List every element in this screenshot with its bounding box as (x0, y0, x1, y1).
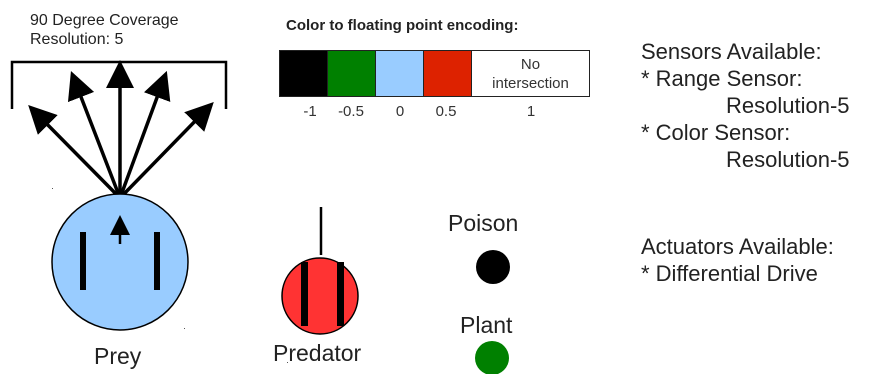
differential-drive-item: * Differential Drive (641, 261, 818, 286)
tick-label: 0.5 (435, 103, 457, 120)
actuators-title: Actuators Available: (641, 234, 834, 259)
sensors-title: Sensors Available: (641, 39, 822, 64)
prey-wheel-left (80, 232, 86, 290)
predator-wheel-right (337, 262, 344, 326)
predator-label: Predator (273, 340, 362, 366)
sensor-rays (28, 60, 214, 200)
plant-label: Plant (460, 312, 513, 338)
encoding-title: Color to floating point encoding: (286, 17, 519, 34)
color-sensor-resolution: Resolution-5 (726, 147, 850, 172)
sensor-ray (118, 70, 171, 199)
sensor-ray (118, 101, 214, 200)
range-sensor-resolution: Resolution-5 (726, 93, 850, 118)
swatch-no-intersection: No intersection (471, 50, 590, 97)
prey-body (51, 193, 189, 331)
tick-label: 0 (395, 103, 405, 120)
coverage-line-1: 90 Degree Coverage (30, 12, 179, 29)
no-intersection-line-1: No (520, 55, 541, 73)
tick-label: 1 (526, 103, 536, 120)
prey-label: Prey (94, 343, 142, 369)
no-intersection-line-2: intersection (492, 74, 569, 92)
sensors-section: Sensors Available: * Range Sensor: Resol… (641, 38, 850, 173)
actuators-section: Actuators Available: * Differential Driv… (641, 233, 834, 287)
tick-label: -1 (303, 103, 317, 120)
coverage-line-2: Resolution: 5 (30, 31, 124, 48)
tick-label: -0.5 (338, 103, 364, 120)
plant-object (475, 341, 509, 374)
range-sensor-item: * Range Sensor: (641, 66, 803, 91)
poison-object (476, 250, 510, 284)
color-sensor-item: * Color Sensor: (641, 120, 791, 145)
coverage-caption: 90 Degree Coverage Resolution: 5 (30, 11, 179, 49)
poison-label: Poison (448, 210, 519, 236)
sensor-ray (67, 70, 122, 199)
sensor-ray (28, 105, 122, 200)
predator-body (281, 257, 359, 335)
predator-wheel-left (301, 262, 308, 326)
swatch-light-blue (375, 50, 424, 97)
prey-wheel-right (154, 232, 160, 290)
